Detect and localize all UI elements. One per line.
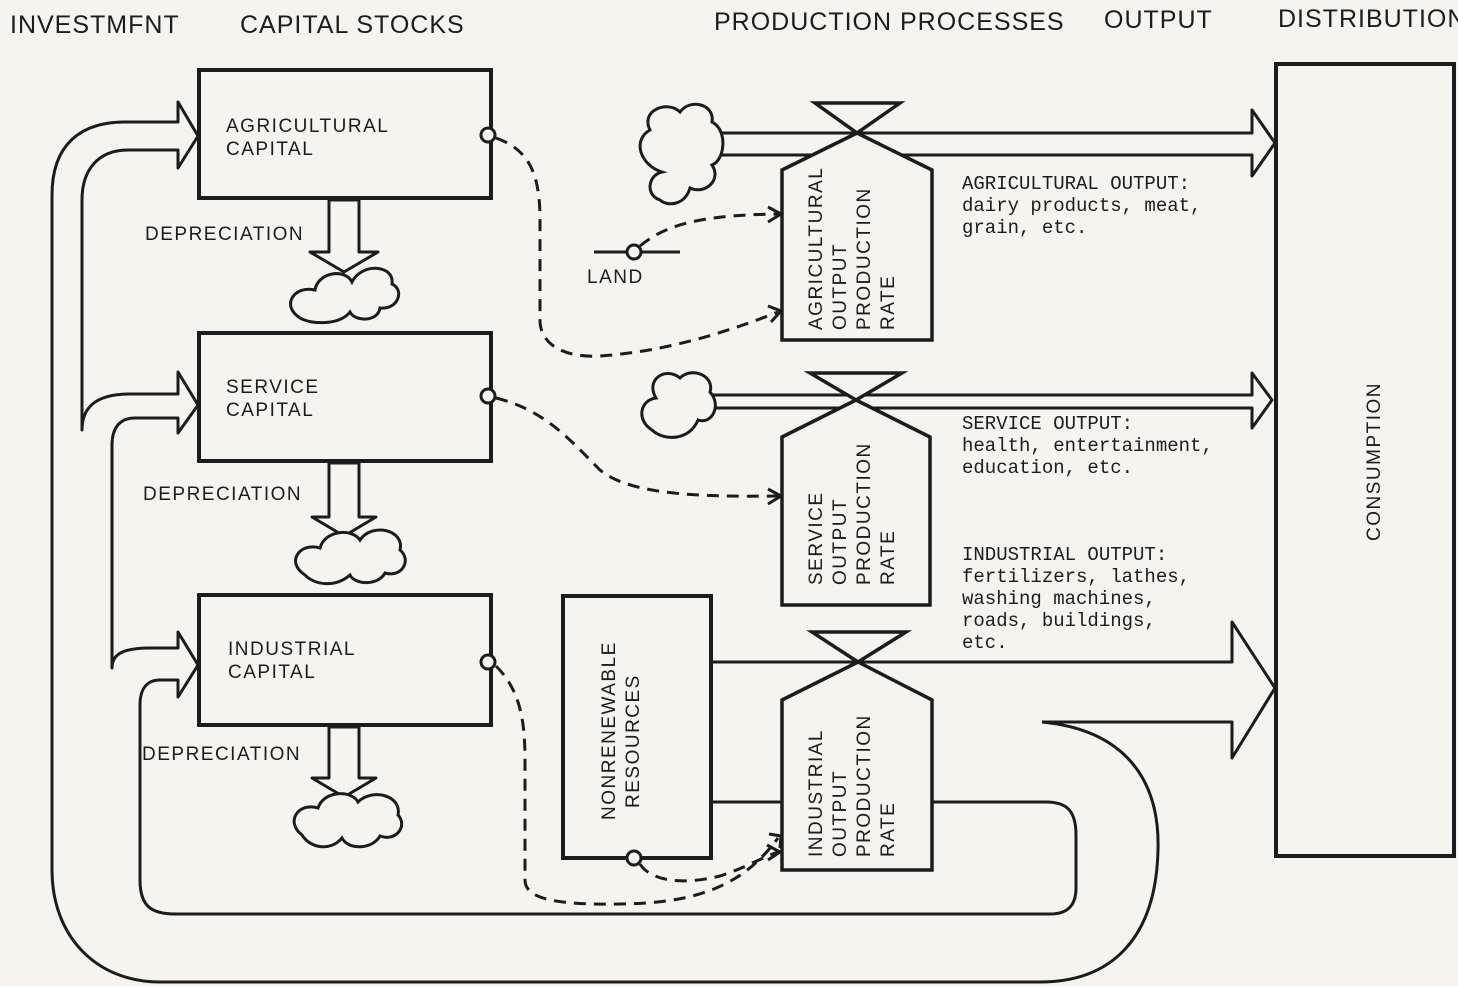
serv-prod-line-1: SERVICE xyxy=(806,491,827,585)
ind-prod-line-1: INDUSTRIAL xyxy=(806,729,827,857)
service-capital-box xyxy=(197,331,493,463)
depreciation-arrow-3 xyxy=(310,725,378,799)
land-connector xyxy=(625,243,643,261)
land-link xyxy=(639,212,779,248)
agricultural-output-flow xyxy=(703,108,1277,178)
nonrenewable-line-2: RESOURCES xyxy=(623,674,644,808)
ind-prod-line-4: RATE xyxy=(878,802,899,857)
depreciation-arrow-2 xyxy=(310,461,378,538)
nonrenewable-resources-box xyxy=(561,594,713,860)
industrial-production-label: INDUSTRIAL OUTPUT PRODUCTION RATE xyxy=(806,714,899,857)
agri-prod-line-2: OUTPUT xyxy=(830,243,851,330)
serv-prod-line-3: PRODUCTION xyxy=(854,442,875,585)
agricultural-source-cloud xyxy=(638,102,725,206)
agricultural-output-line-2: dairy products, meat, xyxy=(962,195,1201,217)
agri-prod-line-3: PRODUCTION xyxy=(854,187,875,330)
service-capital-label-2: CAPITAL xyxy=(226,400,314,421)
consumption-label: CONSUMPTION xyxy=(1364,382,1385,541)
depreciation-label-2: DEPRECIATION xyxy=(143,484,302,505)
service-capital-link-arrowhead xyxy=(767,487,785,506)
depreciation-sink-cloud-1 xyxy=(289,266,401,325)
industrial-capital-connector xyxy=(479,653,497,671)
depreciation-arrow-1 xyxy=(308,198,380,274)
service-production-label: SERVICE OUTPUT PRODUCTION RATE xyxy=(806,442,899,585)
service-production-rate-valve xyxy=(780,398,932,607)
industrial-output-line-4: roads, buildings, xyxy=(962,610,1156,632)
industrial-output-line-5: etc. xyxy=(962,632,1008,654)
agri-prod-line-1: AGRICULTURAL xyxy=(806,167,827,330)
agricultural-capital-link-arrowhead xyxy=(767,304,784,324)
header-capital-stocks: CAPITAL STOCKS xyxy=(240,11,465,39)
header-distribution: DISTRIBUTION xyxy=(1278,5,1458,33)
ind-prod-line-2: OUTPUT xyxy=(830,770,851,857)
serv-prod-line-4: RATE xyxy=(878,530,899,585)
resources-link xyxy=(638,850,779,883)
header-investment: INVESTMFNT xyxy=(10,11,180,39)
agricultural-capital-label-1: AGRICULTURAL xyxy=(226,116,389,137)
industrial-capital-link xyxy=(494,664,780,906)
resources-connector xyxy=(625,849,643,867)
depreciation-sink-cloud-2 xyxy=(294,528,407,586)
resources-link-arrowhead xyxy=(766,843,783,862)
service-source-cloud xyxy=(640,371,717,439)
serv-prod-line-2: OUTPUT xyxy=(830,498,851,585)
agricultural-capital-label-2: CAPITAL xyxy=(226,139,314,160)
service-output-line-3: education, etc. xyxy=(962,457,1133,479)
depreciation-label-1: DEPRECIATION xyxy=(145,224,304,245)
service-output-title: SERVICE OUTPUT: xyxy=(962,413,1133,435)
header-output: OUTPUT xyxy=(1104,6,1213,34)
depreciation-sink-cloud-3 xyxy=(292,792,404,849)
depreciation-label-3: DEPRECIATION xyxy=(142,744,301,765)
industrial-capital-label-1: INDUSTRIAL xyxy=(228,639,356,660)
agricultural-capital-link xyxy=(495,136,779,358)
agri-prod-line-4: RATE xyxy=(878,275,899,330)
agricultural-output-line-3: grain, etc. xyxy=(962,217,1087,239)
nonrenewable-resources-label: NONRENEWABLE RESOURCES xyxy=(599,641,644,820)
consumption-box xyxy=(1274,62,1456,858)
industrial-output-line-2: fertilizers, lathes, xyxy=(962,566,1190,588)
agricultural-production-label: AGRICULTURAL OUTPUT PRODUCTION RATE xyxy=(806,167,899,330)
land-label: LAND xyxy=(587,267,644,288)
nonrenewable-line-1: NONRENEWABLE xyxy=(599,641,620,820)
ind-prod-line-3: PRODUCTION xyxy=(854,714,875,857)
service-capital-label-1: SERVICE xyxy=(226,377,320,398)
industrial-capital-box xyxy=(197,593,493,727)
agricultural-capital-box xyxy=(197,68,493,200)
agricultural-output-title: AGRICULTURAL OUTPUT: xyxy=(962,173,1190,195)
land-link-arrowhead xyxy=(767,205,785,224)
agricultural-capital-connector xyxy=(479,126,497,144)
service-output-line-2: health, entertainment, xyxy=(962,435,1213,457)
service-output-flow xyxy=(698,371,1274,430)
service-capital-connector xyxy=(479,387,497,405)
industrial-output-line-3: washing machines, xyxy=(962,588,1156,610)
header-production-processes: PRODUCTION PROCESSES xyxy=(714,8,1065,36)
service-capital-link xyxy=(495,396,779,498)
industrial-capital-link-arrowhead xyxy=(768,832,783,849)
industrial-capital-label-2: CAPITAL xyxy=(228,662,316,683)
industrial-output-title: INDUSTRIAL OUTPUT: xyxy=(962,544,1167,566)
